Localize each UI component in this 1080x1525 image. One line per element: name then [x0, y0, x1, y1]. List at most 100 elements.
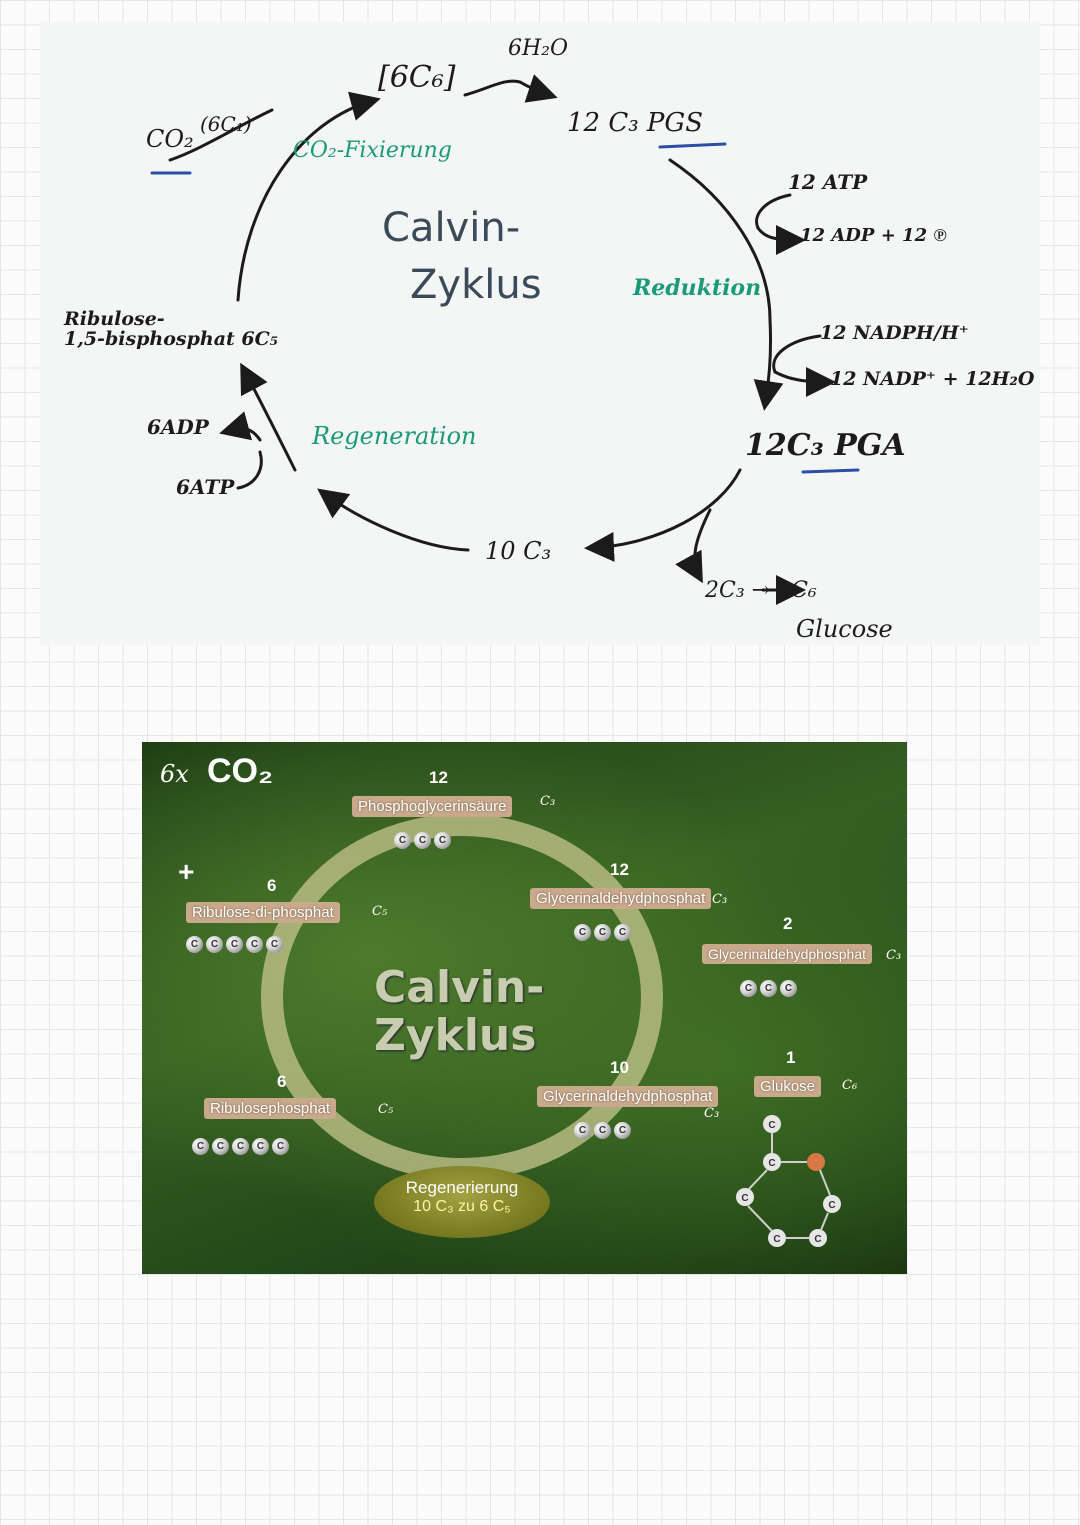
cycle-arc-bottom-left [317, 488, 470, 552]
sketch-water: 6H₂O [508, 36, 569, 61]
carbon-atom: C [594, 1122, 611, 1139]
glucose-c3: C [741, 1193, 748, 1204]
nadph-branch [772, 334, 822, 374]
carbon-atom: C [760, 980, 777, 997]
sketch-glucose-eq: 2C₃ → 1C₆ [705, 578, 817, 603]
carbon-atom: C [594, 924, 611, 941]
pgs-underline [658, 142, 727, 149]
rubp-note: C₅ [372, 904, 388, 919]
center-title-1: Calvin- [374, 962, 545, 1013]
carbon-atom: C [252, 1138, 269, 1155]
carbon-atom: C [740, 980, 757, 997]
pga-label: Phosphoglycerinsäure [352, 796, 513, 817]
glucose-c4: C [828, 1200, 835, 1211]
sketch-ribulose-1: Ribulose- [64, 308, 165, 330]
rup-note: C₅ [378, 1102, 394, 1117]
glucose-c2: C [768, 1158, 775, 1169]
carbon-atom: C [394, 832, 411, 849]
cycle-arc-top [236, 91, 381, 302]
carbon-atom: C [246, 936, 263, 953]
sketch-ribulose-2: 1,5-bisphosphat 6C₅ [64, 328, 279, 350]
glucose-ring: C C C C C C [736, 1115, 841, 1247]
cycle-arc-bottom [584, 468, 742, 562]
pga-note: C₃ [540, 794, 556, 809]
carbon-atom: C [414, 832, 431, 849]
sketch-pga: 12C₃ PGA [745, 428, 906, 463]
sketch-adp12: 12 ADP + 12 ℗ [800, 225, 947, 246]
carbon-atom: C [434, 832, 451, 849]
carbon-atom: C [780, 980, 797, 997]
glucose-c1: C [768, 1120, 775, 1131]
co2-in-arrow [168, 108, 274, 162]
cycle-arc-left [240, 362, 297, 472]
sketch-pgs: 12 C₃ PGS [567, 108, 704, 138]
adp-out-branch [219, 411, 262, 442]
sketch-regeneration: Regeneration [312, 422, 477, 450]
regeneration-pill: Regenerierung 10 C₃ zu 6 C₅ [374, 1166, 550, 1238]
pga-count: 12 [429, 768, 448, 787]
glucose-note: C₆ [842, 1078, 858, 1093]
carbon-atom: C [266, 936, 283, 953]
sketch-c1-note: (6C₁) [200, 112, 252, 136]
gap2-count: 2 [783, 914, 793, 933]
rup-count: 6 [277, 1072, 287, 1091]
sketch-nadph: 12 NADPH/H⁺ [820, 322, 969, 344]
sketch-nadp: 12 NADP⁺ + 12H₂O [830, 368, 1035, 390]
rup-label: Ribulosephosphat [204, 1098, 337, 1119]
sketch-panel [40, 22, 1040, 645]
adp-branch [756, 224, 806, 255]
carbon-atom: C [186, 936, 203, 953]
carbon-atom: C [212, 1138, 229, 1155]
gap2-label: Glycerinaldehydphosphat [702, 944, 872, 964]
rubp-count: 6 [267, 876, 277, 895]
atp-branch [755, 193, 792, 230]
sketch-reduction: Reduktion [633, 275, 762, 301]
carbon-atom: C [226, 936, 243, 953]
c6-to-pgs [463, 74, 558, 103]
carbon-atom: C [574, 1122, 591, 1139]
pga-underline [801, 468, 860, 474]
gap10-note: C₃ [704, 1106, 720, 1121]
sketch-center-2: Zyklus [410, 262, 542, 308]
gap12-label: Glycerinaldehydphosphat [530, 888, 712, 909]
gap2-note: C₃ [886, 948, 902, 963]
carbon-atom: C [614, 1122, 631, 1139]
sketch-atp12: 12 ATP [788, 170, 868, 194]
carbon-atom: C [614, 924, 631, 941]
co2-label: CO₂ [207, 752, 274, 790]
gap12-count: 12 [610, 860, 629, 879]
sketch-glucose: Glucose [796, 615, 893, 643]
sketch-adp6: 6ADP [147, 415, 209, 439]
carbon-atom: C [232, 1138, 249, 1155]
glucose-label: Glukose [754, 1076, 822, 1097]
carbon-atom: C [192, 1138, 209, 1155]
center-title: Calvin- Zyklus [374, 964, 544, 1060]
atp-in-branch [236, 450, 263, 490]
glucose-branch [675, 508, 712, 584]
sketch-atp6: 6ATP [176, 475, 235, 499]
plus-sign: + [178, 856, 195, 887]
rubp-label: Ribulose-di-phosphat [186, 902, 340, 923]
gap12-note: C₃ [712, 892, 728, 907]
carbon-atom: C [574, 924, 591, 941]
sketch-c6-box: [6C₆] [378, 60, 456, 95]
regen-line-1: Regenerierung [405, 1178, 519, 1197]
sketch-fixation: CO₂-Fixierung [293, 138, 452, 163]
gap10-label: Glycerinaldehydphosphat [537, 1086, 719, 1107]
regen-line-2: 10 C₃ zu 6 C₅ [413, 1198, 511, 1215]
glucose-c6: C [814, 1234, 821, 1245]
glucose-count: 1 [786, 1048, 796, 1067]
co2-prefix: 6x [160, 760, 189, 788]
sketch-center-1: Calvin- [382, 205, 521, 251]
carbon-atom: C [272, 1138, 289, 1155]
sketch-c3-10: 10 C₃ [485, 537, 552, 565]
center-title-2: Zyklus [374, 1010, 537, 1061]
cycle-arc-right [668, 158, 784, 411]
